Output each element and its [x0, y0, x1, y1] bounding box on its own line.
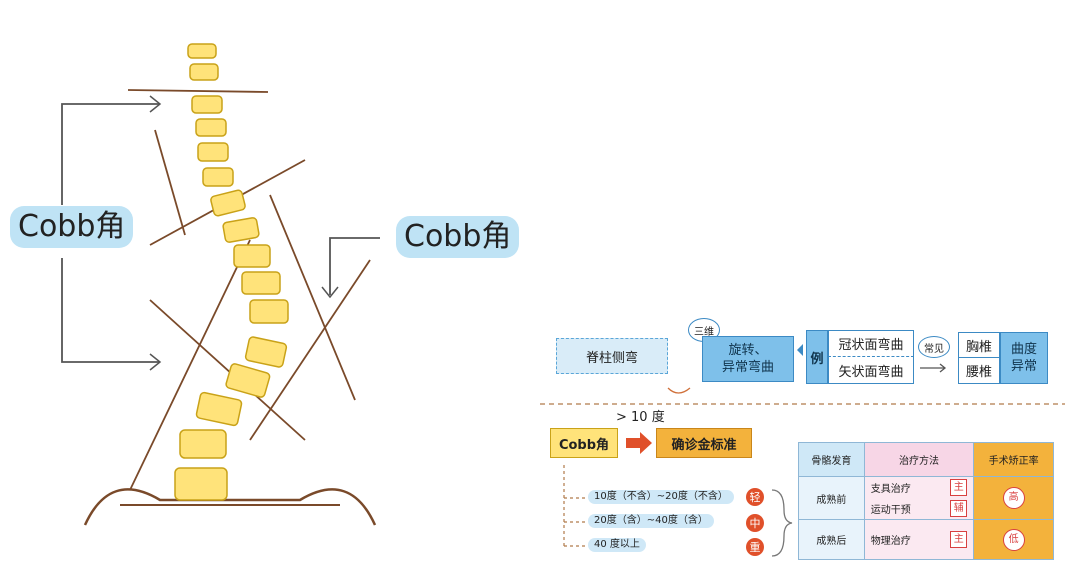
- vertebrae: [174, 43, 289, 501]
- rate-low-cell: 低: [973, 519, 1054, 560]
- curvature-box: 曲度 异常: [1000, 332, 1048, 384]
- cobb-angle-label-right: Cobb角: [396, 216, 520, 258]
- rate-low: 低: [1002, 528, 1025, 551]
- treatment-table: 骨骼发育 治疗方法 手术矫正率 成熟前 支具治疗 主 运动干预 辅 高 成熟后: [798, 442, 1054, 560]
- header-treatment-method: 治疗方法: [863, 442, 975, 477]
- method-physical-therapy: 物理治疗: [870, 536, 911, 547]
- tag-primary: 主: [950, 479, 968, 496]
- severity-range-1: 10度（不含）~20度（不含）: [588, 490, 734, 504]
- flow-connectors: [540, 344, 1065, 557]
- header-bone-development: 骨骼发育: [798, 442, 865, 477]
- stage-before-maturity: 成熟前: [798, 476, 865, 520]
- lumbar-box: 腰椎: [958, 358, 1000, 384]
- cobb-box: Cobb角: [550, 428, 618, 458]
- methods-before: 支具治疗 主 运动干预 辅: [863, 476, 975, 520]
- method-row: 支具治疗 主: [865, 477, 973, 498]
- severity-range-2: 20度（含）~40度（含）: [588, 514, 714, 528]
- threshold-label: > 10 度: [616, 410, 665, 425]
- method-row: 物理治疗 主: [865, 529, 973, 550]
- gold-standard-box: 确诊金标准: [656, 428, 752, 458]
- common-tag: 常见: [918, 336, 950, 358]
- sagittal-box: 矢状面弯曲: [828, 357, 914, 384]
- severity-level-moderate: 中: [746, 514, 764, 532]
- example-box: 例: [806, 330, 828, 384]
- rotation-box: 旋转、 异常弯曲: [702, 336, 794, 382]
- rotation-line1: 旋转、: [728, 343, 768, 358]
- method-brace-therapy: 支具治疗: [870, 484, 911, 495]
- tag-auxiliary: 辅: [950, 500, 968, 517]
- scoliosis-box: 脊柱侧弯: [556, 338, 668, 374]
- rotation-line2: 异常弯曲: [721, 360, 774, 375]
- stage-after-maturity: 成熟后: [798, 519, 865, 560]
- header-correction-rate: 手术矫正率: [973, 442, 1054, 477]
- curvature-line1: 曲度: [1010, 342, 1037, 357]
- coronal-box: 冠状面弯曲: [828, 330, 914, 357]
- severity-range-3: 40 度以上: [588, 538, 646, 552]
- methods-after: 物理治疗 主: [863, 519, 975, 560]
- tag-primary: 主: [950, 531, 968, 548]
- method-row: 运动干预 辅: [865, 498, 973, 519]
- curvature-line2: 异常: [1010, 359, 1037, 374]
- method-exercise: 运动干预: [870, 505, 911, 516]
- rate-high-cell: 高: [973, 476, 1054, 520]
- thoracic-box: 胸椎: [958, 332, 1000, 358]
- severity-level-mild: 轻: [746, 488, 764, 506]
- cobb-angle-label-left: Cobb角: [10, 206, 134, 248]
- spine-illustration: [61, 43, 380, 526]
- severity-level-severe: 重: [746, 538, 764, 556]
- rate-high: 高: [1002, 487, 1025, 509]
